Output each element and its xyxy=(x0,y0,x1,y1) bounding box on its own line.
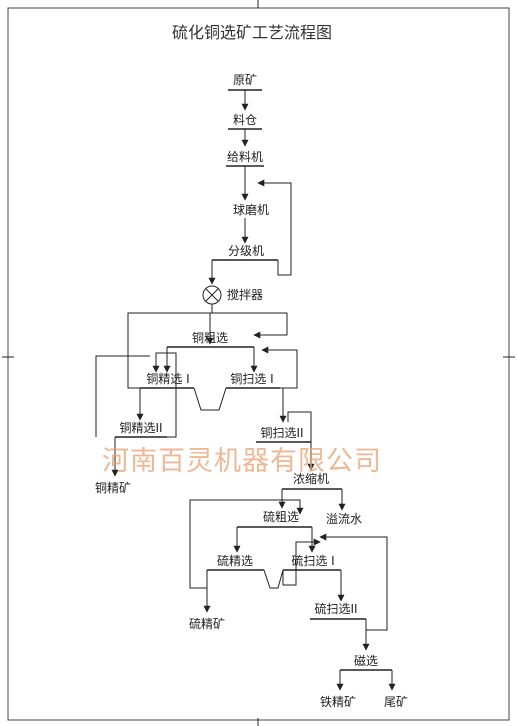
cu-trough xyxy=(193,387,227,411)
s-trough xyxy=(263,569,284,589)
node-feed-bin: 料仓 xyxy=(233,113,257,127)
node-magnetic-sep: 磁选 xyxy=(354,653,378,668)
page-border xyxy=(7,7,510,721)
outer-left-loop xyxy=(95,355,150,437)
arrow-scav1-return xyxy=(261,346,298,389)
node-ball-mill: 球磨机 xyxy=(233,203,269,217)
arrow-s-scav1-return xyxy=(282,538,321,586)
node-thickener: 浓缩机 xyxy=(293,471,329,486)
agitator-symbol xyxy=(202,285,222,305)
arrow-s-scav2-return xyxy=(319,533,388,631)
node-s-scavenger-2: 硫扫选II xyxy=(314,601,357,616)
node-fe-concentrate: 铁精矿 xyxy=(320,695,356,709)
node-s-scavenger-1: 硫扫选 I xyxy=(291,553,334,568)
arrow-s-cleaner-return xyxy=(189,499,304,589)
node-overflow-water: 溢流水 xyxy=(326,512,362,526)
node-cu-cleaner-2: 铜精选II xyxy=(119,420,162,435)
arrow-classifier-return xyxy=(257,179,292,276)
node-cu-scavenger-2: 铜扫选II xyxy=(260,425,303,440)
arrow-scav2-return xyxy=(287,411,312,442)
chart-title: 硫化铜选矿工艺流程图 xyxy=(172,23,332,42)
arrow-cleaner1-return xyxy=(127,312,288,389)
node-s-rougher: 硫粗选 xyxy=(263,509,299,524)
node-cu-concentrate: 铜精矿 xyxy=(95,480,131,495)
arrow-cleaner2-return xyxy=(152,352,177,438)
node-feeder: 给料机 xyxy=(227,150,263,164)
node-cu-cleaner-1: 铜精选 I xyxy=(146,371,189,386)
node-classifier: 分级机 xyxy=(228,244,264,258)
node-raw-ore: 原矿 xyxy=(233,73,257,87)
node-tailings: 尾矿 xyxy=(384,695,408,709)
node-cu-rougher: 铜粗选 xyxy=(192,330,228,345)
node-s-concentrate: 硫精矿 xyxy=(189,616,225,631)
node-cu-scavenger-1: 铜扫选 I xyxy=(230,371,273,386)
company-watermark: 河南百灵机器有限公司 xyxy=(102,446,382,477)
node-s-cleaner: 硫精选 xyxy=(217,553,253,568)
node-agitator: 搅拌器 xyxy=(227,287,263,302)
